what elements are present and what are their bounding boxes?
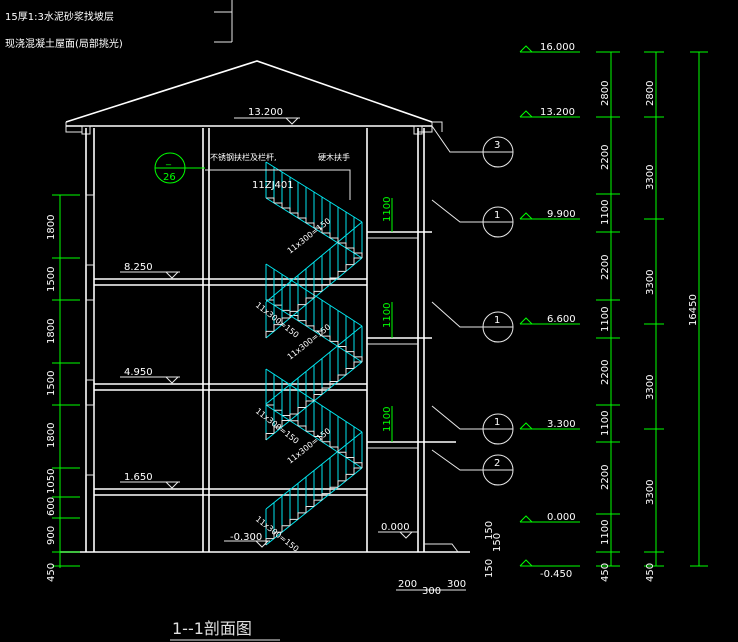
svg-text:1100: 1100 <box>600 200 611 225</box>
svg-text:_: _ <box>493 434 500 445</box>
building-walls <box>60 128 470 553</box>
svg-text:200: 200 <box>398 579 417 590</box>
stair-flight: 11x300=150 <box>265 161 363 259</box>
right-levels: 16.000 13.200 9.900 6.600 3.300 0.000 -0… <box>519 42 580 580</box>
svg-text:-0.300: -0.300 <box>230 532 262 543</box>
svg-text:_: _ <box>493 475 500 486</box>
svg-text:1800: 1800 <box>46 423 57 448</box>
level-base: -0.300 <box>224 532 270 548</box>
svg-text:1: 1 <box>494 315 500 326</box>
svg-text:4.950: 4.950 <box>124 367 153 378</box>
dim-total: 16450 <box>688 51 708 567</box>
stair-detail-callout: _ 26 <box>154 152 205 184</box>
level-roof: 13.200 <box>234 107 300 125</box>
svg-text:13.200: 13.200 <box>248 107 283 118</box>
svg-text:9.900: 9.900 <box>547 209 576 220</box>
detail-callout-2: 2 _ <box>431 449 514 486</box>
roof-pitched <box>65 60 443 135</box>
roof-note-2: 现浇混凝土屋面(局部挑光) <box>5 37 123 50</box>
svg-text:1050: 1050 <box>46 469 57 494</box>
svg-text:300: 300 <box>422 586 441 597</box>
railing-note: 不锈钢扶栏及栏杆, <box>210 152 277 162</box>
svg-text:_: _ <box>165 155 172 166</box>
svg-text:0.000: 0.000 <box>381 522 410 533</box>
dim-chain-left: 1800 1500 1800 1500 1800 1050 600 900 45… <box>46 194 80 582</box>
level-ground: 0.000 <box>378 522 418 539</box>
svg-text:1800: 1800 <box>46 215 57 240</box>
dim-bottom: 200 300 300 150 150 150 <box>396 521 503 597</box>
svg-text:16450: 16450 <box>688 294 699 326</box>
svg-text:2: 2 <box>494 458 500 469</box>
atlas-ref: 11ZJ401 <box>252 180 294 191</box>
svg-text:1500: 1500 <box>46 371 57 396</box>
drawing-title: 1--1剖面图 <box>172 619 252 638</box>
level-1650: 1.650 <box>120 472 180 489</box>
svg-text:3300: 3300 <box>645 480 656 505</box>
svg-text:300: 300 <box>447 579 466 590</box>
svg-text:1: 1 <box>494 417 500 428</box>
svg-text:1100: 1100 <box>382 407 393 432</box>
svg-text:2800: 2800 <box>600 81 611 106</box>
svg-text:150: 150 <box>484 559 495 578</box>
svg-text:2200: 2200 <box>600 255 611 280</box>
svg-text:1: 1 <box>494 210 500 221</box>
svg-text:900: 900 <box>46 526 57 545</box>
detail-callout-3: 3 _ <box>431 125 514 168</box>
svg-text:1500: 1500 <box>46 267 57 292</box>
svg-text:1100: 1100 <box>382 303 393 328</box>
svg-text:6.600: 6.600 <box>547 314 576 325</box>
svg-text:3300: 3300 <box>645 375 656 400</box>
svg-text:_: _ <box>493 332 500 343</box>
svg-text:1100: 1100 <box>600 520 611 545</box>
svg-text:1800: 1800 <box>46 319 57 344</box>
svg-text:3300: 3300 <box>645 270 656 295</box>
svg-text:150: 150 <box>492 533 503 552</box>
rail-heights: 1100 1100 1100 <box>382 197 393 442</box>
svg-text:16.000: 16.000 <box>540 42 575 53</box>
svg-text:_: _ <box>493 227 500 238</box>
svg-text:450: 450 <box>600 563 611 582</box>
svg-text:450: 450 <box>645 563 656 582</box>
svg-text:2800: 2800 <box>645 81 656 106</box>
svg-text:1100: 1100 <box>600 307 611 332</box>
svg-text:3300: 3300 <box>645 165 656 190</box>
svg-text:0.000: 0.000 <box>547 512 576 523</box>
svg-text:1100: 1100 <box>382 197 393 222</box>
svg-text:2200: 2200 <box>600 145 611 170</box>
detail-callout-1a: 1 _ <box>431 199 514 238</box>
dim-chain-right-1: 2800 2200 1100 2200 1100 2200 1100 2200 … <box>596 51 620 582</box>
svg-text:3.300: 3.300 <box>547 419 576 430</box>
detail-callout-1b: 1 _ <box>431 301 514 343</box>
svg-text:2200: 2200 <box>600 360 611 385</box>
svg-text:8.250: 8.250 <box>124 262 153 273</box>
roof-note-1: 15厚1:3水泥砂浆找坡层 <box>5 10 114 23</box>
svg-text:1.650: 1.650 <box>124 472 153 483</box>
svg-text:150: 150 <box>484 521 495 540</box>
svg-text:3: 3 <box>494 140 500 151</box>
svg-text:_: _ <box>493 157 500 168</box>
stair-flight-label: 11x300=150 <box>286 216 333 255</box>
svg-text:2200: 2200 <box>600 465 611 490</box>
detail-callout-1c: 1 _ <box>431 405 514 445</box>
dim-chain-right-2: 2800 3300 3300 3300 3300 450 <box>644 51 664 582</box>
svg-text:13.200: 13.200 <box>540 107 575 118</box>
stair-flight-label: 11x300=150 <box>254 300 301 339</box>
svg-text:1100: 1100 <box>600 411 611 436</box>
handrail-note: 硬木扶手 <box>318 152 350 162</box>
svg-text:26: 26 <box>163 172 176 183</box>
svg-text:600: 600 <box>46 497 57 516</box>
svg-text:-0.450: -0.450 <box>540 569 572 580</box>
svg-text:450: 450 <box>46 563 57 582</box>
level-4950: 4.950 <box>120 367 180 384</box>
level-8250: 8.250 <box>120 262 180 279</box>
